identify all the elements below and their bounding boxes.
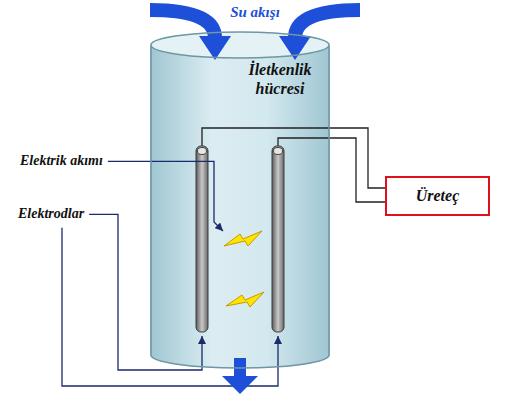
outflow-arrow-head (222, 376, 258, 394)
electrode (196, 146, 208, 332)
cell-title: İletkenlik hücresi (230, 60, 330, 98)
electrode-cap (274, 148, 283, 155)
current-bolt (226, 292, 264, 307)
generator-label: Üreteç (416, 186, 460, 205)
part-label: Elektrodlar (18, 206, 84, 223)
leader-line (62, 228, 278, 386)
conductivity-cell: İletkenlik hücresi (150, 30, 330, 370)
part-label: Elektrik akımı (20, 153, 103, 170)
generator-box: Üreteç (385, 176, 490, 216)
electrode-cap (198, 148, 207, 155)
wire (202, 128, 385, 188)
wire (278, 138, 385, 202)
current-bolt (224, 231, 262, 246)
flow-label: Su akışı (230, 3, 280, 21)
leader-line (108, 161, 223, 231)
flow-arrow (150, 10, 215, 38)
electrode (272, 146, 284, 332)
flow-arrow (295, 10, 360, 38)
cell-body (150, 32, 330, 368)
cell-outline-path (151, 32, 329, 368)
leader-line (89, 214, 202, 370)
